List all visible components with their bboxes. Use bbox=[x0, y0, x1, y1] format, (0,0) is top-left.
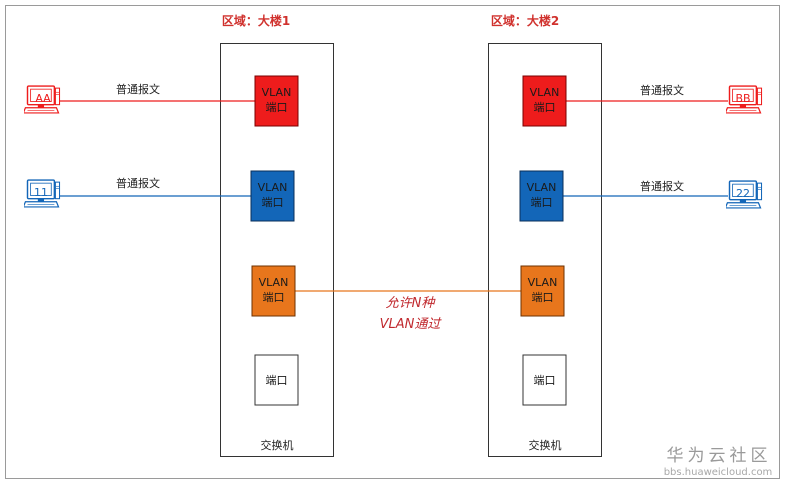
host-aa[interactable]: AA bbox=[23, 85, 61, 114]
switch2-title: 区域：大楼2 bbox=[491, 13, 559, 28]
port-name-label: 端口 bbox=[263, 291, 285, 304]
switch1-caption: 交换机 bbox=[261, 438, 294, 452]
switch1-port-plain[interactable]: 端口 bbox=[254, 354, 299, 406]
port-name-label: 端口 bbox=[534, 101, 556, 114]
port-vlan-label: VLAN bbox=[530, 86, 560, 99]
msg-label-left-red: 普通报文 bbox=[116, 82, 160, 96]
port-name-label: 端口 bbox=[266, 374, 288, 387]
host-22[interactable]: 22 bbox=[725, 180, 763, 209]
host-11[interactable]: 11 bbox=[23, 179, 61, 208]
host-label-bb: BB bbox=[735, 92, 750, 105]
trunk-label-line2: VLAN通过 bbox=[380, 317, 443, 332]
host-label-11: 11 bbox=[34, 186, 48, 199]
host-label-22: 22 bbox=[736, 187, 750, 200]
host-label-aa: AA bbox=[35, 92, 51, 105]
host-bb[interactable]: BB bbox=[725, 85, 763, 114]
port-name-label: 端口 bbox=[532, 291, 554, 304]
diagram-frame bbox=[5, 5, 780, 479]
port-vlan-label: VLAN bbox=[258, 181, 288, 194]
trunk-label-line1: 允许N种 bbox=[386, 295, 437, 311]
switch1-title: 区域：大楼1 bbox=[222, 13, 290, 28]
switch2-port-red[interactable]: VLAN 端口 bbox=[522, 75, 567, 127]
port-vlan-label: VLAN bbox=[528, 276, 558, 289]
msg-label-right-blue: 普通报文 bbox=[640, 179, 684, 193]
watermark-main: 华为云社区 bbox=[667, 446, 772, 466]
port-vlan-label: VLAN bbox=[527, 181, 557, 194]
switch1-port-red[interactable]: VLAN 端口 bbox=[254, 75, 299, 127]
switch2-port-orange[interactable]: VLAN 端口 bbox=[520, 265, 565, 317]
port-name-label: 端口 bbox=[266, 101, 288, 114]
watermark-sub: bbs.huaweicloud.com bbox=[664, 467, 773, 478]
port-name-label: 端口 bbox=[262, 196, 284, 209]
port-vlan-label: VLAN bbox=[262, 86, 292, 99]
port-name-label: 端口 bbox=[531, 196, 553, 209]
switch1-port-orange[interactable]: VLAN 端口 bbox=[251, 265, 296, 317]
switch1-port-blue[interactable]: VLAN 端口 bbox=[250, 170, 295, 222]
switch2-port-blue[interactable]: VLAN 端口 bbox=[519, 170, 564, 222]
msg-label-right-red: 普通报文 bbox=[640, 83, 684, 97]
switch2-port-plain[interactable]: 端口 bbox=[522, 354, 567, 406]
port-name-label: 端口 bbox=[534, 374, 556, 387]
switch2-caption: 交换机 bbox=[529, 438, 562, 452]
port-vlan-label: VLAN bbox=[259, 276, 289, 289]
msg-label-left-blue: 普通报文 bbox=[116, 176, 160, 190]
